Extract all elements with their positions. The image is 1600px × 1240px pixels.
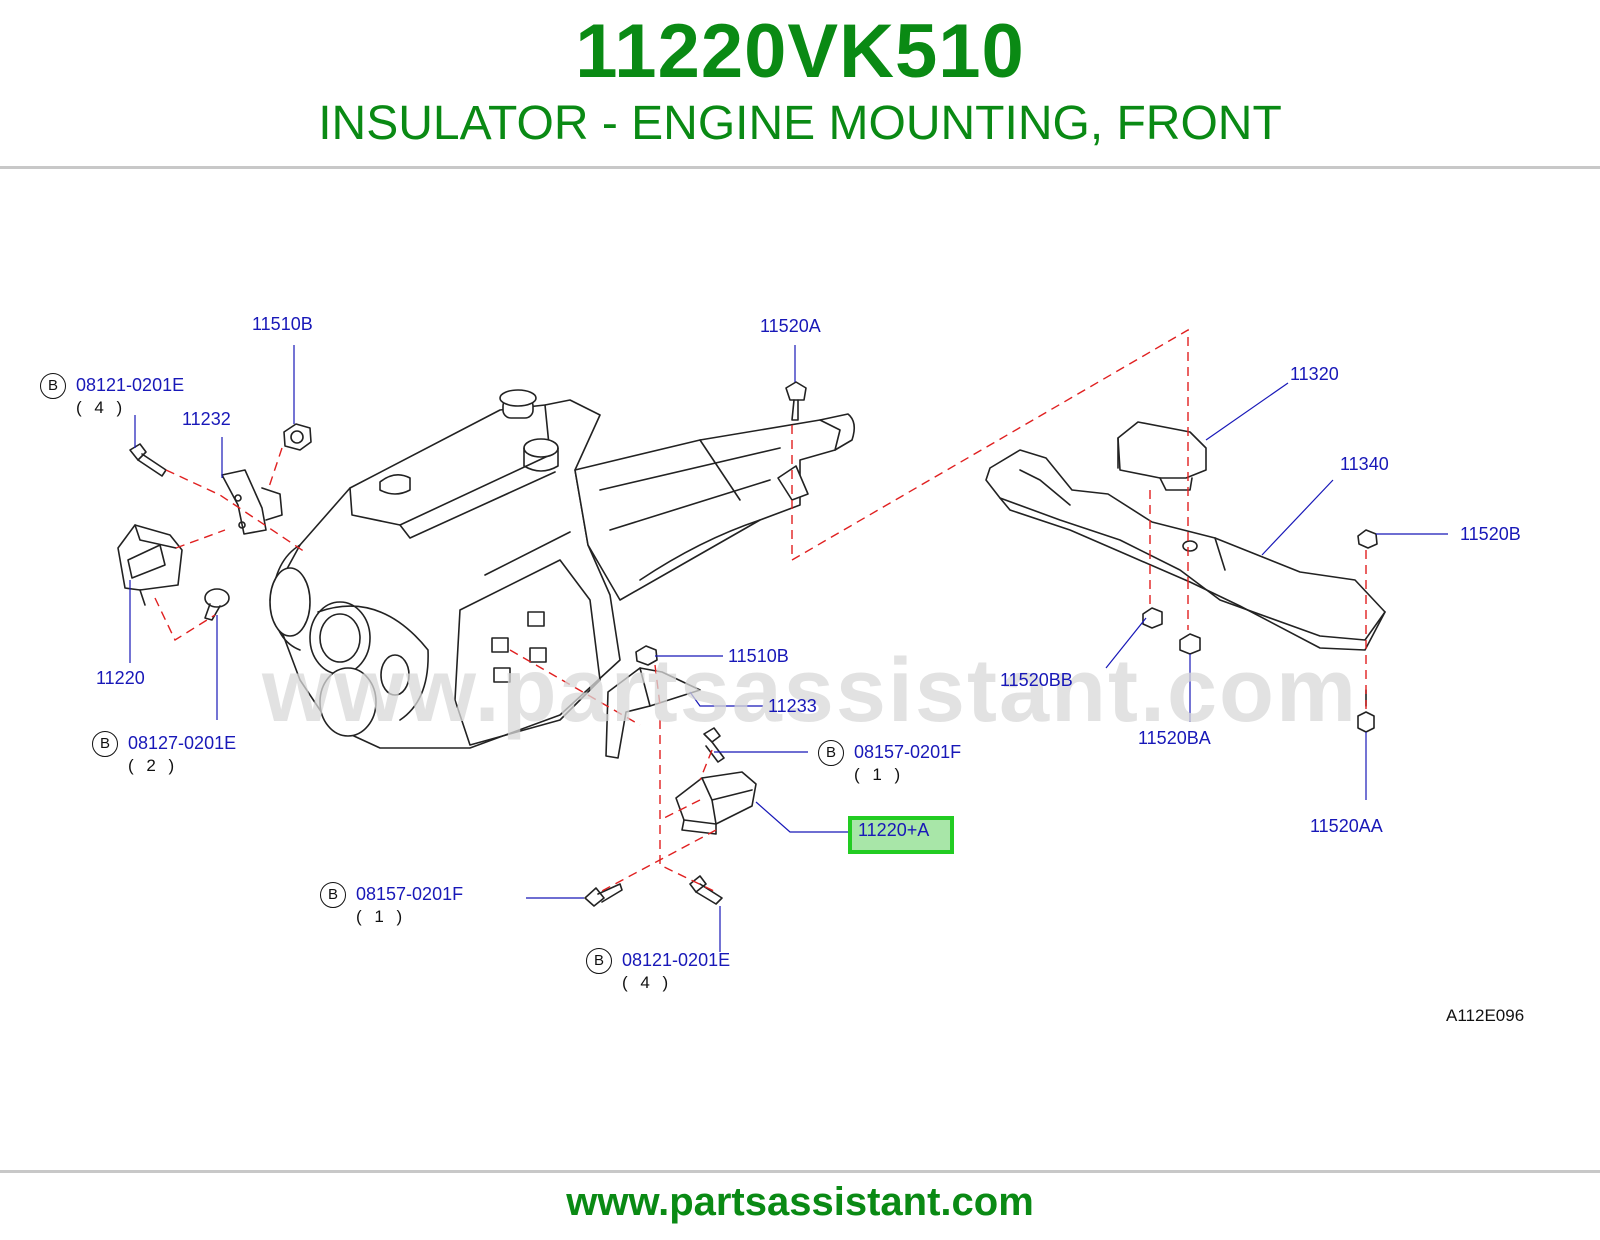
part-number-title: 11220VK510	[575, 9, 1025, 94]
selected-part-highlight[interactable]	[848, 816, 954, 854]
callout-11220[interactable]: 11220	[96, 668, 145, 688]
crossmember-parts	[985, 421, 1386, 733]
callout-11520bb[interactable]: 11520BB	[1000, 670, 1073, 690]
footer-divider	[0, 1170, 1600, 1173]
qty-08121-top: ( 4 )	[76, 398, 127, 417]
callout-11520a[interactable]: 11520A	[760, 316, 821, 336]
callout-11520aa[interactable]: 11520AA	[1310, 816, 1383, 836]
left-mount-parts	[117, 423, 312, 621]
qty-08157-left: ( 1 )	[356, 907, 407, 926]
callout-11510b-top[interactable]: 11510B	[252, 314, 313, 334]
callout-11220a-selected[interactable]: 11220+A	[858, 820, 930, 840]
bolt-badge-icon: B	[92, 731, 118, 757]
bolt-badge-icon: B	[818, 740, 844, 766]
callout-08121-top[interactable]: 08121-0201E	[76, 375, 185, 395]
callout-08127[interactable]: 08127-0201E	[128, 733, 237, 753]
callout-11520ba[interactable]: 11520BA	[1138, 728, 1211, 748]
part-name-subtitle: INSULATOR - ENGINE MOUNTING, FRONT	[318, 97, 1282, 150]
callout-11232[interactable]: 11232	[182, 409, 231, 429]
watermark-text: www.partsassistant.com	[262, 641, 1359, 741]
bolt-badge-icon: B	[586, 948, 612, 974]
engine-assembly-drawing	[269, 389, 856, 749]
qty-08121-bottom: ( 4 )	[622, 973, 673, 992]
callout-11340[interactable]: 11340	[1340, 454, 1389, 474]
callout-08157-right[interactable]: 08157-0201F	[854, 742, 962, 762]
header-divider	[0, 166, 1600, 169]
callout-11510b-mid[interactable]: 11510B	[728, 646, 789, 666]
page-header: 11220VK510 INSULATOR - ENGINE MOUNTING, …	[0, 0, 1600, 170]
callout-11233[interactable]: 11233	[768, 696, 817, 716]
qty-08157-right: ( 1 )	[854, 765, 905, 784]
footer-website-link[interactable]: www.partsassistant.com	[566, 1180, 1034, 1224]
callout-11320[interactable]: 11320	[1290, 364, 1339, 384]
qty-08127: ( 2 )	[128, 756, 179, 775]
center-mount-parts	[584, 381, 809, 907]
bolt-badge-icon: B	[40, 373, 66, 399]
diagram-code: A112E096	[1446, 1006, 1525, 1025]
callout-08121-bottom[interactable]: 08121-0201E	[622, 950, 731, 970]
callout-11520b[interactable]: 11520B	[1460, 524, 1521, 544]
bolt-badge-icon: B	[320, 882, 346, 908]
callout-08157-left[interactable]: 08157-0201F	[356, 884, 464, 904]
